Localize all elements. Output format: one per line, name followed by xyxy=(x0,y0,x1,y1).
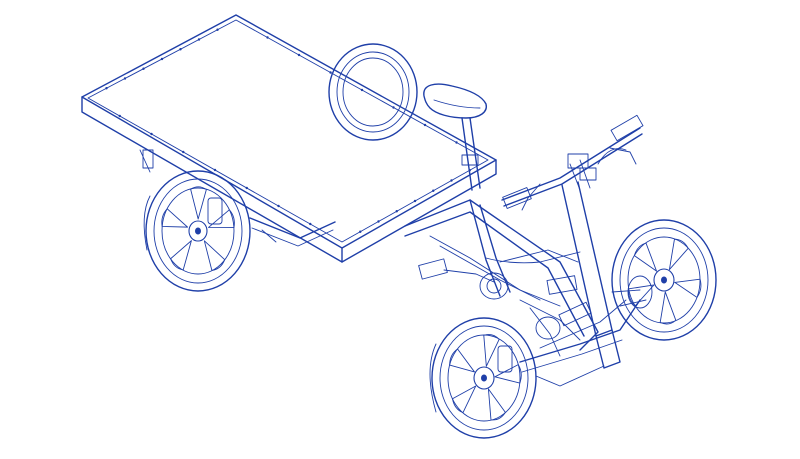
platform-rivet xyxy=(150,132,153,136)
steering-column xyxy=(561,153,621,369)
front-axle xyxy=(519,299,641,387)
platform-rivet xyxy=(197,38,201,41)
platform-rivet xyxy=(123,77,127,80)
front-wheel-left xyxy=(429,317,537,439)
rear-wheel-left xyxy=(143,170,251,292)
wheel-spoke xyxy=(487,388,506,421)
platform-rivet xyxy=(432,189,435,192)
wheel-spoke xyxy=(449,348,475,373)
platform-rivet xyxy=(245,186,248,190)
platform-rivet xyxy=(118,114,121,118)
platform-rivet xyxy=(179,48,182,51)
wheel-spoke xyxy=(674,278,702,298)
front-wheel-right xyxy=(611,219,717,341)
platform-rivet xyxy=(182,150,185,154)
platform-rivet xyxy=(142,67,145,70)
platform-rivet xyxy=(309,222,312,226)
platform-rivet xyxy=(360,88,364,92)
wheel-spoke xyxy=(483,333,500,367)
wheel-spoke xyxy=(190,186,207,220)
seat xyxy=(423,83,487,191)
platform-rivet xyxy=(413,199,417,203)
platform-rivet xyxy=(392,106,395,109)
wheel-spoke xyxy=(203,240,226,271)
drivetrain xyxy=(418,258,581,357)
platform-rivet xyxy=(277,204,280,208)
platform-rivet xyxy=(395,210,398,213)
platform-rivet xyxy=(216,28,219,31)
wheel-spoke xyxy=(161,208,189,228)
platform-rivet xyxy=(160,57,164,61)
wheel-spoke xyxy=(494,364,522,384)
wheel-spoke xyxy=(452,385,477,414)
platform-rivet xyxy=(297,53,301,57)
wheel-spoke xyxy=(668,238,689,271)
wheel-spoke xyxy=(628,284,655,307)
rear-wheel-back xyxy=(328,43,418,141)
cargo-platform xyxy=(81,14,497,263)
wheel-spoke xyxy=(633,242,658,272)
platform-rivet xyxy=(450,179,453,182)
main-frame xyxy=(404,199,599,351)
platform-rivet xyxy=(105,87,108,90)
platform-rivet xyxy=(359,230,362,233)
platform-rivet xyxy=(377,220,380,223)
platform-rivet xyxy=(329,71,332,74)
platform-rivet xyxy=(455,141,458,144)
platform-rivet xyxy=(213,168,217,172)
wheel-spoke xyxy=(659,291,677,325)
wheel-spoke xyxy=(170,240,192,271)
handlebar xyxy=(501,114,644,211)
rear-axle xyxy=(139,149,336,247)
platform-rivet xyxy=(423,123,427,127)
platform-rivet xyxy=(266,36,269,39)
wheel-spoke xyxy=(208,209,235,229)
